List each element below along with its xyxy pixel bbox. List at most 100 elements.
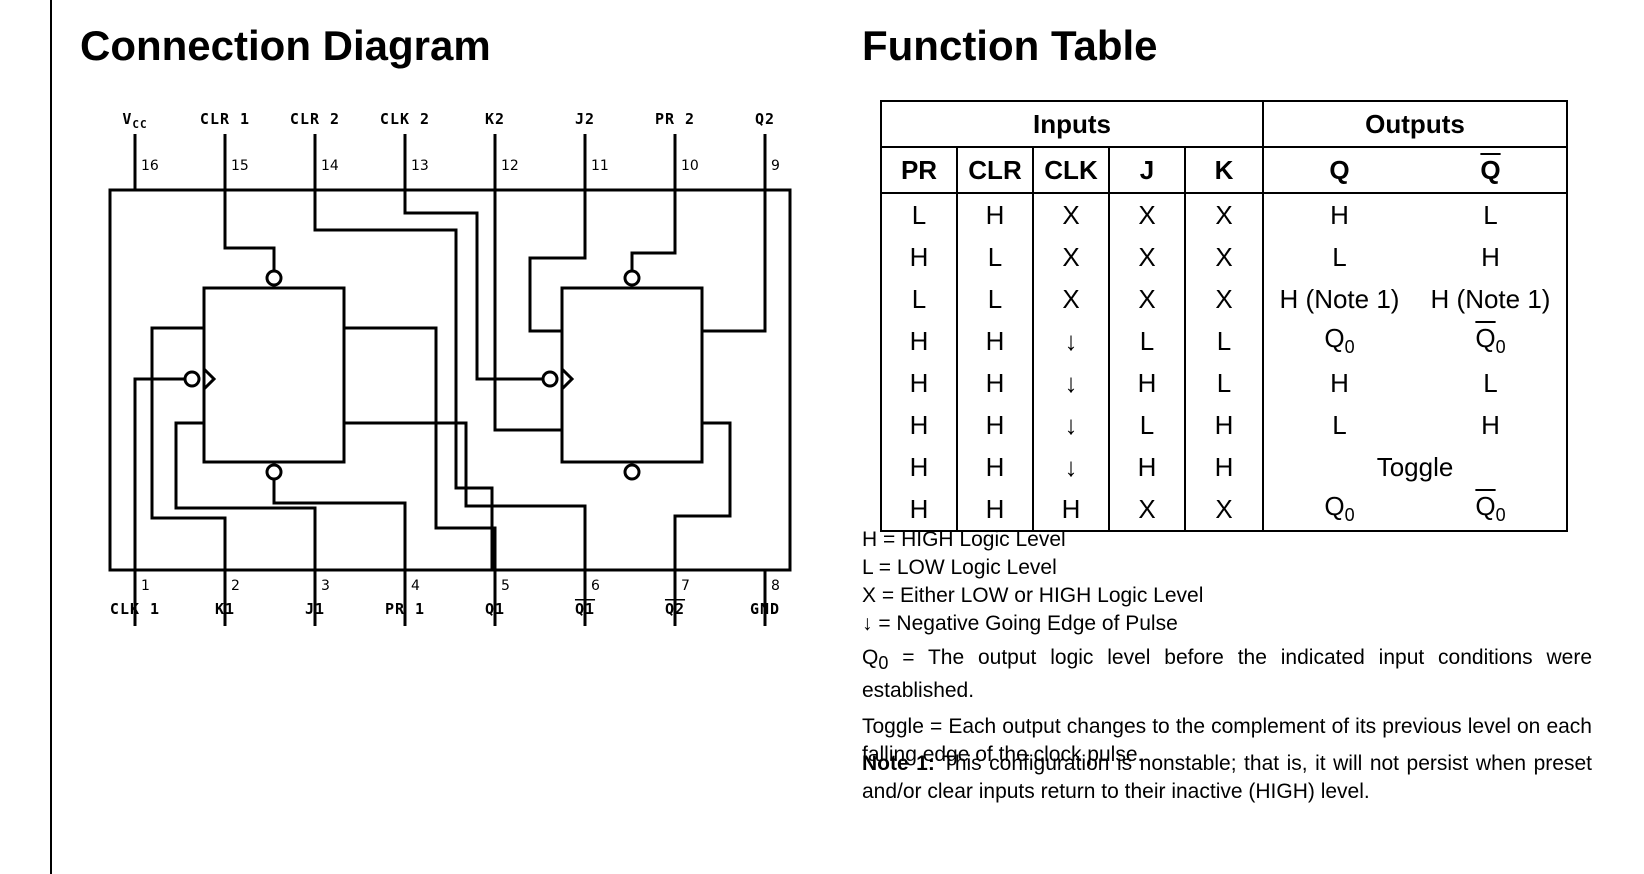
top-pin-number-12: 12 bbox=[501, 158, 519, 174]
bottom-pin-label-8: GND bbox=[750, 600, 780, 618]
bottom-pin-number-1: 1 bbox=[141, 578, 150, 594]
bottom-pin-label-2: K1 bbox=[215, 600, 235, 618]
table-cell: ↓ bbox=[1032, 404, 1110, 446]
wire-k2 bbox=[493, 190, 562, 432]
outputs-group-header: Outputs bbox=[1262, 100, 1568, 148]
ff1-clock-wedge bbox=[202, 367, 217, 391]
top-pin-number-9: 9 bbox=[771, 158, 780, 174]
top-pin-number-14: 14 bbox=[321, 158, 339, 174]
legend-h: H = HIGH Logic Level bbox=[862, 528, 1066, 551]
table-cell: H bbox=[956, 193, 1034, 236]
table-cell: X bbox=[1032, 193, 1110, 236]
bottom-pin-label-1: CLK 1 bbox=[110, 600, 160, 618]
inputs-group-header: Inputs bbox=[880, 100, 1264, 148]
legend-q0-subscript: 0 bbox=[878, 653, 889, 674]
table-cell: H bbox=[956, 446, 1034, 488]
table-cell: L bbox=[1108, 320, 1186, 362]
table-cell: H bbox=[880, 236, 958, 278]
connection-diagram-heading: Connection Diagram bbox=[80, 22, 491, 69]
table-cell: H bbox=[956, 488, 1034, 532]
table-cell: Q0 bbox=[1415, 488, 1568, 532]
wire-q2 bbox=[702, 190, 767, 333]
wire-pr2 bbox=[630, 190, 677, 271]
ff2-clr-bubble bbox=[623, 269, 641, 287]
note-1-text: This configuration is nonstable; that is… bbox=[862, 752, 1592, 803]
ff1-clk-bubble bbox=[183, 370, 201, 388]
table-cell: H bbox=[880, 362, 958, 404]
table-cell: Q0 bbox=[1262, 320, 1415, 362]
table-cell: H bbox=[1415, 404, 1568, 446]
wire-pr1 bbox=[272, 479, 407, 570]
table-cell: L bbox=[1184, 320, 1264, 362]
table-cell: X bbox=[1032, 236, 1110, 278]
table-cell: H bbox=[880, 446, 958, 488]
table-cell: Toggle bbox=[1262, 446, 1568, 488]
table-cell: H bbox=[956, 362, 1034, 404]
table-cell: X bbox=[1032, 278, 1110, 320]
top-pin-label-16: VCC bbox=[122, 110, 147, 131]
table-cell: L bbox=[880, 193, 958, 236]
table-cell: H bbox=[1262, 193, 1415, 236]
top-pin-label-15: CLR 1 bbox=[200, 110, 250, 128]
bottom-pin-number-8: 8 bbox=[771, 578, 780, 594]
table-cell: H bbox=[880, 404, 958, 446]
note-1-label: Note 1: bbox=[862, 752, 935, 775]
table-cell: X bbox=[1184, 236, 1264, 278]
legend-x: X = Either LOW or HIGH Logic Level bbox=[862, 584, 1204, 607]
legend: H = HIGH Logic Level L = LOW Logic Level… bbox=[862, 526, 1592, 769]
wire-k1 bbox=[150, 326, 227, 570]
column-header-clr: CLR bbox=[956, 146, 1034, 194]
bottom-pin-label-4: PR 1 bbox=[385, 600, 425, 618]
table-cell: H bbox=[880, 488, 958, 532]
ff1-pr-bubble bbox=[265, 463, 283, 481]
flip-flop-1 bbox=[202, 286, 346, 464]
table-cell: L bbox=[956, 236, 1034, 278]
table-cell: X bbox=[1184, 193, 1264, 236]
table-cell: H bbox=[956, 320, 1034, 362]
bottom-pin-number-4: 4 bbox=[411, 578, 420, 594]
table-cell: L bbox=[1415, 362, 1568, 404]
table-cell: Q0 bbox=[1415, 320, 1568, 362]
table-cell: H bbox=[1184, 404, 1264, 446]
table-cell: H bbox=[956, 404, 1034, 446]
bottom-pin-number-6: 6 bbox=[591, 578, 600, 594]
bottom-pin-number-7: 7 bbox=[681, 578, 690, 594]
pin-label-subscript: CC bbox=[132, 118, 147, 131]
ff2-clk-bubble bbox=[541, 370, 559, 388]
bottom-pin-label-6: Q1 bbox=[575, 600, 595, 618]
table-cell: L bbox=[956, 278, 1034, 320]
wire-q1 bbox=[344, 326, 497, 570]
top-pin-label-12: K2 bbox=[485, 110, 505, 128]
top-pin-label-14: CLR 2 bbox=[290, 110, 340, 128]
table-cell: ↓ bbox=[1032, 362, 1110, 404]
legend-arrow: ↓ = Negative Going Edge of Pulse bbox=[862, 612, 1178, 635]
wire-clk2 bbox=[403, 190, 543, 381]
table-cell: Q0 bbox=[1262, 488, 1415, 532]
bottom-pin-label-5: Q1 bbox=[485, 600, 505, 618]
top-pin-label-9: Q2 bbox=[755, 110, 775, 128]
table-cell: L bbox=[1108, 404, 1186, 446]
legend-toggle: Toggle = Each output changes to the comp… bbox=[862, 715, 1592, 767]
table-cell: L bbox=[1262, 236, 1415, 278]
bottom-pin-number-3: 3 bbox=[321, 578, 330, 594]
legend-q0: Q0 = The output logic level before the i… bbox=[862, 644, 1592, 705]
ff2-pr-bubble bbox=[623, 463, 641, 481]
column-header-pr: PR bbox=[880, 146, 958, 194]
table-cell: X bbox=[1108, 278, 1186, 320]
table-cell: H bbox=[1108, 362, 1186, 404]
top-pin-number-10: 10 bbox=[681, 158, 699, 174]
column-header-clk: CLK bbox=[1032, 146, 1110, 194]
top-pin-label-13: CLK 2 bbox=[380, 110, 430, 128]
column-header-j: J bbox=[1108, 146, 1186, 194]
note-1: Note 1: This configuration is nonstable;… bbox=[862, 750, 1592, 806]
bottom-pin-number-2: 2 bbox=[231, 578, 240, 594]
